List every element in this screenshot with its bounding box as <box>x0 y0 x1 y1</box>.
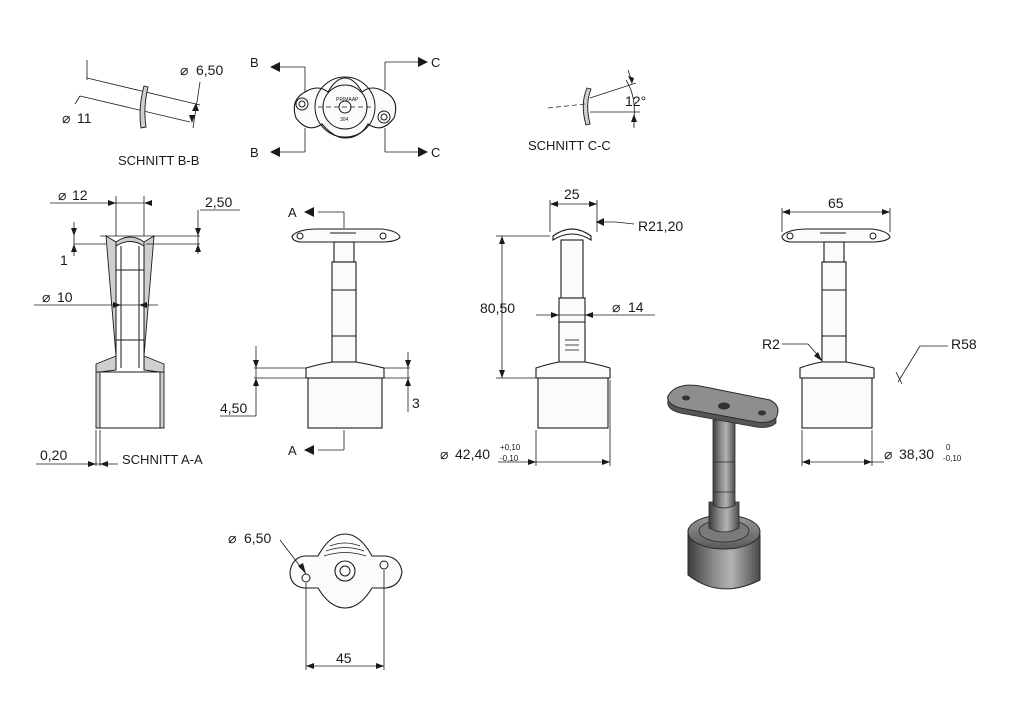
dim-bb-6-50-symbol: ⌀ <box>180 62 188 78</box>
dim-side-42-40-tol-up: +0,10 <box>500 443 521 452</box>
dim-side-r21-20: R21,20 <box>638 218 683 234</box>
dim-aa-0-20: 0,20 <box>40 447 67 463</box>
section-label-aa: SCHNITT A-A <box>122 452 203 467</box>
dim-aa-10: 10 <box>57 289 73 305</box>
cut-letter-a-bottom: A <box>288 443 297 458</box>
dim-right-38-30-symbol: ⌀ <box>884 446 892 462</box>
cut-letter-b-bottom: B <box>250 145 259 160</box>
dim-aa-2-50: 2,50 <box>205 194 232 210</box>
dim-right-r58: R58 <box>951 336 977 352</box>
plate-brand-text: PRIMAAP <box>336 97 359 103</box>
cut-letter-a-top: A <box>288 205 297 220</box>
top-view <box>270 57 428 157</box>
dim-right-r2: R2 <box>762 336 780 352</box>
dim-plan-6-50-symbol: ⌀ <box>228 530 236 546</box>
dim-aa-1: 1 <box>60 252 68 268</box>
section-label-bb: SCHNITT B-B <box>118 153 199 168</box>
dim-right-38-30: 38,30 <box>899 446 934 462</box>
cut-letter-b-top: B <box>250 55 259 70</box>
cut-letter-c-bottom: C <box>431 145 440 160</box>
dim-aa-12-symbol: ⌀ <box>58 187 66 203</box>
cut-letter-c-top: C <box>431 55 440 70</box>
section-bb-view <box>74 60 201 129</box>
dim-aa-12: 12 <box>72 187 88 203</box>
dim-side-14-symbol: ⌀ <box>612 299 620 315</box>
dim-side-80-50: 80,50 <box>480 300 515 316</box>
dim-right-65: 65 <box>828 195 844 211</box>
dim-bb-6-50: 6,50 <box>196 62 223 78</box>
dim-side-42-40-tol-dn: -0,10 <box>500 454 519 463</box>
isometric-render <box>667 384 779 590</box>
dim-aa-10-symbol: ⌀ <box>42 289 50 305</box>
dim-side-14: 14 <box>628 299 644 315</box>
dim-bb-11: 11 <box>77 110 92 126</box>
plate-grade-text: 304 <box>340 117 349 123</box>
section-label-cc: SCHNITT C-C <box>528 138 611 153</box>
dim-right-38-30-tol-dn: -0,10 <box>943 454 962 463</box>
dim-cc-angle: 12° <box>625 93 646 109</box>
side-view-saddle <box>496 200 655 466</box>
right-view-plate <box>781 208 948 466</box>
dim-plan-6-50: 6,50 <box>244 530 271 546</box>
section-cc-view <box>547 69 640 128</box>
dim-side-25: 25 <box>564 186 580 202</box>
dim-right-38-30-tol-up: 0 <box>946 443 951 452</box>
dim-side-42-40: 42,40 <box>455 446 490 462</box>
section-aa-view <box>34 196 240 467</box>
dim-bb-11-symbol: ⌀ <box>62 110 70 126</box>
dim-side-42-40-symbol: ⌀ <box>440 446 448 462</box>
bottom-plan-view <box>279 533 403 670</box>
front-view-a <box>220 207 411 455</box>
dim-plan-45: 45 <box>336 650 352 666</box>
dim-front-3: 3 <box>412 395 420 411</box>
dim-front-4-50: 4,50 <box>220 400 247 416</box>
